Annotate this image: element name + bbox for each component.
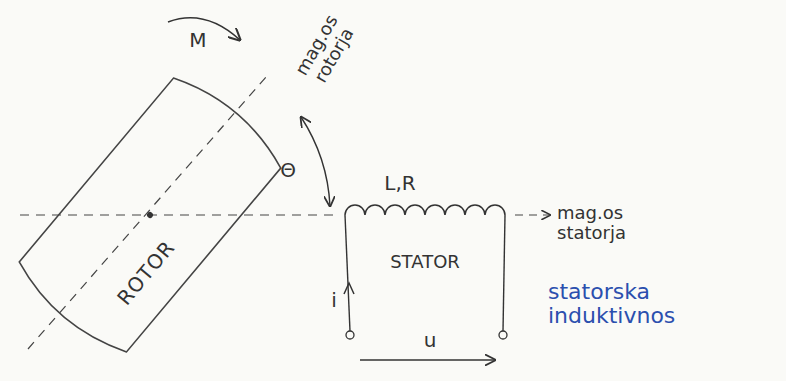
part-name: STATOR bbox=[390, 252, 460, 272]
note-text: statorska induktivnos bbox=[548, 280, 774, 328]
angle-arrow bbox=[301, 117, 330, 206]
current-label: i bbox=[331, 289, 337, 311]
part-name: ROTOR bbox=[112, 236, 180, 310]
rotor-center bbox=[146, 211, 154, 219]
torque-label: M bbox=[189, 29, 206, 51]
coil-symbol bbox=[345, 205, 505, 215]
coil-label: L,R bbox=[384, 172, 415, 194]
stator-axis-arrow bbox=[515, 214, 550, 215]
wire bbox=[345, 215, 350, 331]
current-arrow bbox=[344, 283, 354, 294]
voltage-arrow bbox=[360, 359, 495, 360]
terminal bbox=[499, 331, 507, 339]
rotor-outline-path bbox=[11, 68, 290, 363]
axis-label: mag.os rotorja bbox=[288, 6, 361, 93]
axis-label: mag.os statorja bbox=[557, 203, 667, 243]
stator-axis bbox=[20, 214, 338, 215]
voltage-label: u bbox=[424, 329, 437, 351]
rotor-axis bbox=[28, 77, 266, 349]
terminal bbox=[346, 331, 354, 339]
angle-label: Θ bbox=[280, 159, 296, 181]
wire bbox=[503, 215, 505, 331]
